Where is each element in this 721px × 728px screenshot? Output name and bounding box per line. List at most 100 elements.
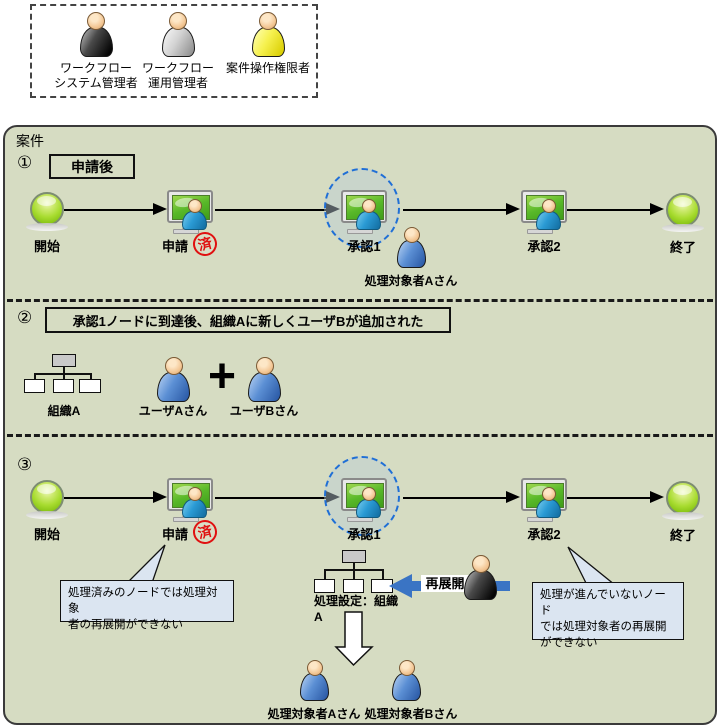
section2-caption: 承認1ノードに到達後、組織Aに新しくユーザBが追加された [45,307,451,333]
arrowhead-icon [506,203,520,215]
connector-line [34,373,36,380]
org-child-box [343,579,364,593]
node-shadow [26,223,68,231]
task-node-approve1 [341,190,387,234]
section1-caption: 申請後 [49,154,135,179]
org-child-box [314,579,335,593]
section2-number: ② [17,308,33,327]
org-root-box [52,354,76,367]
user-a-label: ユーザAさん [138,404,208,418]
org-a-label: 組織A [47,404,81,418]
arrow-line [403,209,507,211]
connector-line [63,373,65,380]
connector-line [382,569,384,579]
task-node-apply [167,190,213,234]
org-chart-icon [314,550,394,593]
down-block-arrow-icon [334,611,374,667]
case-panel: 案件 ① 申請後 開始 申請 済 承認1 処理対象者Aさん [3,125,717,725]
arrow-line [567,497,651,499]
connector-line [63,367,65,374]
apply-node-label: 申請 [161,239,188,254]
approve1-node-label: 承認1 [347,527,381,542]
end-node-label: 終了 [669,240,696,255]
org-child-box [79,379,101,393]
arrowhead-icon [153,491,167,503]
legend-item-operation-admin: ワークフロー 運用管理者 [136,12,220,91]
plus-icon: + [207,350,237,403]
arrowhead-icon [153,203,167,215]
callout-left: 処理済みのノードでは処理対象 者の再展開ができない [60,580,234,631]
arrow-line [215,209,327,211]
section-divider [7,434,713,437]
section3-number: ③ [17,455,33,474]
node-shadow [662,224,704,232]
arrowhead-icon [506,491,520,503]
node-shadow [26,511,68,519]
mini-user-icon [536,487,561,518]
end-node-label: 終了 [669,528,696,543]
connector-line [90,373,92,380]
start-node-icon [30,192,64,226]
arrowhead-icon [650,203,664,215]
end-node-icon [666,481,700,515]
section1-number: ① [17,153,33,172]
org-root-box [342,550,366,563]
arrow-line [403,497,507,499]
panel-title: 案件 [16,133,44,149]
legend-label: ワークフロー システム管理者 [54,61,138,90]
redeploy-label: 再展開 [421,575,469,592]
arrowhead-icon [650,491,664,503]
redeploy-arrowhead-icon [389,574,412,598]
end-node-icon [666,193,700,227]
arrow-line [64,209,154,211]
task-node-approve2 [521,478,567,522]
start-node-label: 開始 [33,239,60,254]
case-operator-icon [464,555,497,600]
mini-user-icon [356,199,381,230]
start-node-icon [30,480,64,514]
target-user-b-label: 処理対象者Bさん [364,707,458,721]
user-a-icon [157,357,190,402]
target-user-a-label: 処理対象者Aさん [364,274,458,288]
legend-item-system-admin: ワークフロー システム管理者 [46,12,146,91]
org-child-box [24,379,45,393]
mini-user-icon [356,487,381,518]
user-b-label: ユーザBさん [229,404,299,418]
arrow-line [64,497,154,499]
case-operation-authority-icon [251,12,285,57]
legend-label: ワークフロー 運用管理者 [141,61,214,90]
target-user-a-label: 処理対象者Aさん [267,707,361,721]
node-shadow [662,512,704,520]
workflow-system-admin-icon [79,12,113,57]
task-node-apply [167,478,213,522]
task-node-approve1 [341,478,387,522]
mini-user-icon [182,199,207,230]
approve2-node-label: 承認2 [527,527,561,542]
callout-tail [567,546,617,586]
apply-node-label: 申請 [161,527,188,542]
arrow-line [567,209,651,211]
target-user-a-icon [300,660,329,701]
arrow-line [215,497,327,499]
target-user-a-icon [397,227,426,268]
mini-user-icon [536,199,561,230]
legend-label: 案件操作権限者 [225,61,310,75]
callout-tail [125,544,166,584]
mini-user-icon [182,487,207,518]
task-node-approve2 [521,190,567,234]
process-setting-org-label: 処理設定：組織 A [314,594,399,624]
connector-line [353,563,355,569]
target-user-b-icon [392,660,421,701]
section-divider [7,299,713,302]
approve1-node-label: 承認1 [347,239,381,254]
org-child-box [53,379,74,393]
workflow-operation-admin-icon [161,12,195,57]
legend-box: ワークフロー システム管理者 ワークフロー 運用管理者 案件操作権限者 [30,4,318,98]
legend-item-case-operator: 案件操作権限者 [216,12,320,76]
connector-line [324,569,326,579]
org-chart-icon [24,354,104,397]
start-node-label: 開始 [33,527,60,542]
user-b-icon [248,357,281,402]
connector-line [353,569,355,579]
